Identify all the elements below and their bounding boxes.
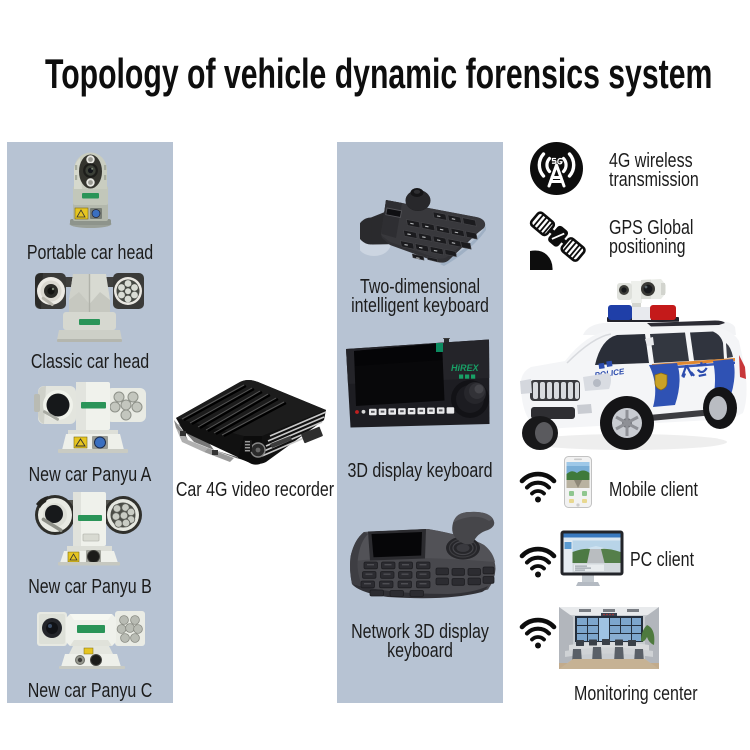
svg-text:HiREX: HiREX (451, 363, 480, 373)
